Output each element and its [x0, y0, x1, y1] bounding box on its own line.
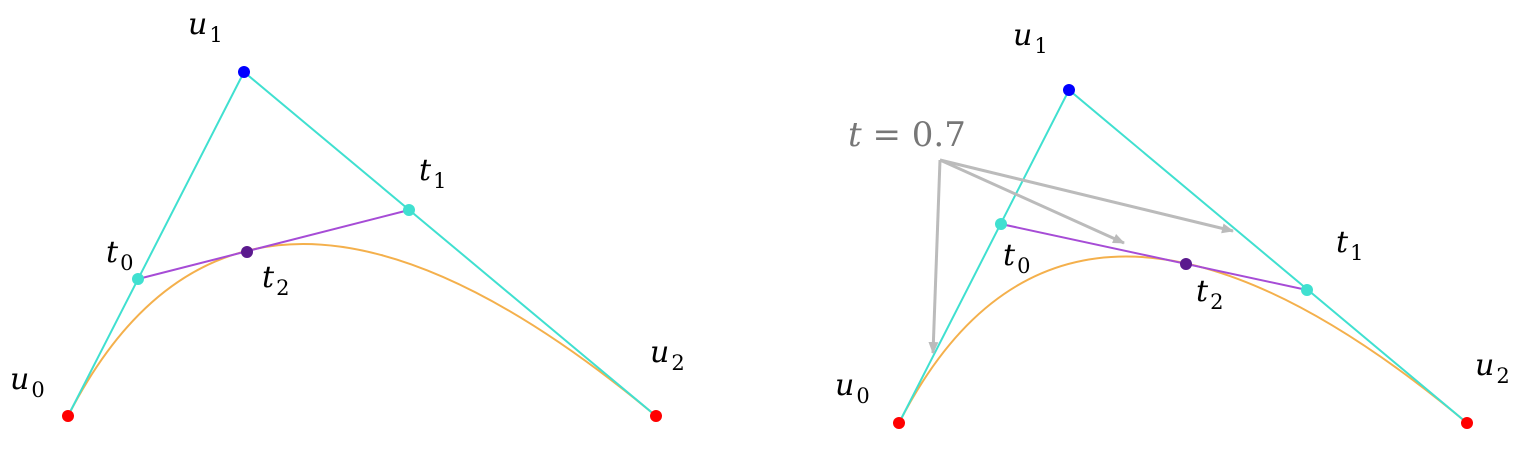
- right-point-t2: [1180, 258, 1192, 270]
- left-bezier-curve: [67, 243, 657, 417]
- right-label-u1: u1: [1013, 18, 1048, 58]
- parameter-label: t = 0.7: [848, 115, 966, 155]
- left-label-u0: u0: [10, 362, 45, 402]
- right-label-u0: u0: [835, 368, 870, 408]
- left-label-t0: t0: [106, 235, 133, 275]
- right-diagram: t = 0.7 u0 u1 u2 t0 t1 t2: [835, 18, 1510, 429]
- left-label-u1: u1: [188, 7, 223, 47]
- annotation-arrow-to-second-leg: [939, 158, 1234, 234]
- left-label-t1: t1: [419, 153, 446, 193]
- left-label-u2: u2: [650, 335, 685, 375]
- right-point-u0: [893, 417, 905, 429]
- right-point-u1: [1063, 84, 1075, 96]
- left-point-t1: [403, 204, 415, 216]
- left-point-t0: [132, 273, 144, 285]
- left-point-u2: [650, 410, 662, 422]
- left-t0-t1-segment: [137, 209, 410, 280]
- left-point-u1: [238, 66, 250, 78]
- left-point-u0: [62, 410, 74, 422]
- right-control-polygon: [898, 88, 1468, 424]
- left-point-t2: [241, 246, 253, 258]
- left-label-t2: t2: [262, 260, 289, 300]
- right-point-t1: [1301, 284, 1313, 296]
- annotation-arrow-to-segment: [939, 158, 1125, 245]
- right-label-t0: t0: [1003, 238, 1030, 278]
- annotation-arrow-to-first-leg: [928, 159, 942, 354]
- right-label-t2: t2: [1196, 274, 1223, 314]
- right-point-u2: [1461, 417, 1473, 429]
- left-control-polygon: [67, 70, 657, 417]
- left-diagram: u0 u1 u2 t0 t1 t2: [10, 7, 685, 422]
- right-point-t0: [995, 218, 1007, 230]
- right-bezier-curve: [898, 255, 1468, 424]
- right-label-t1: t1: [1336, 225, 1363, 265]
- right-label-u2: u2: [1475, 348, 1510, 388]
- right-t0-t1-segment: [1000, 223, 1308, 291]
